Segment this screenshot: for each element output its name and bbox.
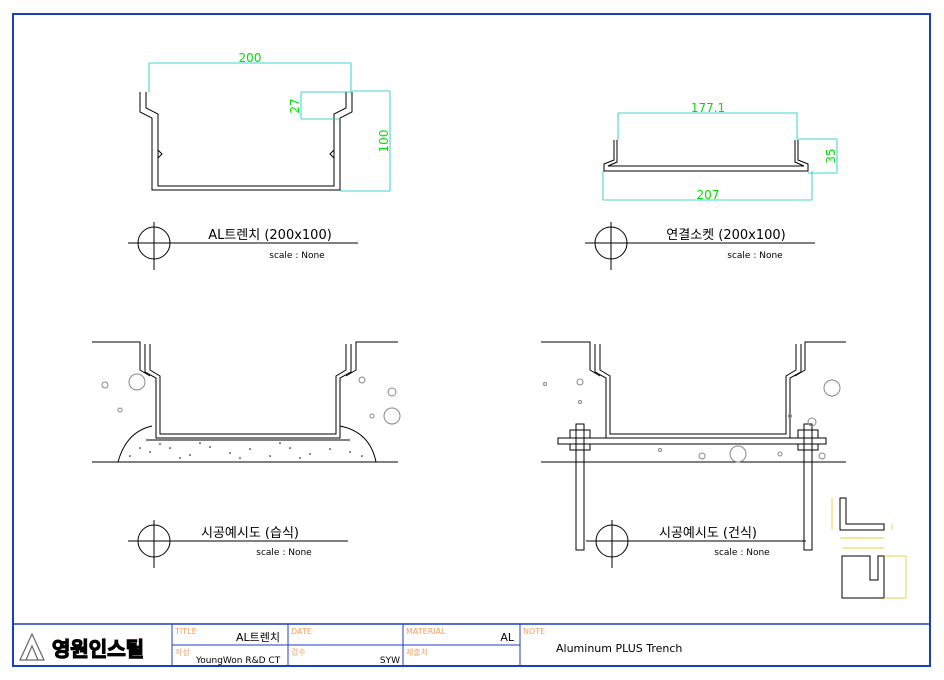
title-value: AL트렌치 xyxy=(236,631,280,644)
dry-install-view: 시공예시도 (건식) scale : None xyxy=(541,341,846,568)
trench-profile-view: 200 27 100 AL트렌치 (200x100) scale : None xyxy=(128,51,391,270)
view-title-trench: AL트렌치 (200x100) xyxy=(208,228,332,243)
concrete-bed xyxy=(117,425,377,463)
dim-trench-height: 100 xyxy=(377,130,391,153)
dim-trench-lip: 27 xyxy=(288,98,302,113)
trench-in-ground xyxy=(594,344,802,439)
trench-profile xyxy=(139,92,353,191)
note-value: Aluminum PLUS Trench xyxy=(556,642,682,655)
aggregate-circles xyxy=(101,373,401,425)
material-value: AL xyxy=(500,631,515,644)
submit-label: 제출처 xyxy=(406,647,428,657)
ground-line xyxy=(92,341,398,463)
u-clip-detail xyxy=(841,547,907,599)
aggregate-circles xyxy=(543,378,841,463)
socket-profile-view: 177.1 207 35 연결소켓 (200x100) scale : None xyxy=(585,101,838,270)
material-label: MATERIAL xyxy=(406,627,446,636)
note-label: NOTE xyxy=(523,627,545,636)
dim-trench-width: 200 xyxy=(239,51,262,65)
view-scale-dry: scale : None xyxy=(714,548,770,558)
steel-base-plate xyxy=(557,437,827,445)
check-label: 검수 xyxy=(291,647,306,657)
concrete-stipple xyxy=(129,442,363,459)
company-logo: 영원인스틸 xyxy=(19,632,145,662)
anchor-bolt-right xyxy=(797,423,819,551)
view-title-dry: 시공예시도 (건식) xyxy=(659,526,757,541)
socket-profile xyxy=(603,140,809,172)
angle-bracket-detail xyxy=(831,497,893,539)
logo-text: 영원인스틸 xyxy=(52,637,144,661)
anchor-bolt-left xyxy=(569,423,591,551)
wet-install-view: 시공예시도 (습식) scale : None xyxy=(92,341,401,568)
title-block: 영원인스틸 TITLE AL트렌치 DATE MATERIAL AL NOTE … xyxy=(13,623,930,666)
dim-socket-outer: 207 xyxy=(697,188,720,202)
view-title-socket: 연결소켓 (200x100) xyxy=(666,228,785,243)
view-scale-trench: scale : None xyxy=(269,251,325,261)
trench-in-ground xyxy=(144,344,352,441)
author-label: 작성 xyxy=(175,647,190,657)
author-value: YoungWon R&D CT xyxy=(195,656,281,666)
view-title-wet: 시공예시도 (습식) xyxy=(201,526,299,541)
dim-socket-height: 35 xyxy=(824,148,838,163)
sheet-frame xyxy=(12,13,931,667)
check-value: SYW xyxy=(380,656,400,666)
logo-mark-icon xyxy=(19,632,45,661)
view-scale-wet: scale : None xyxy=(256,548,312,558)
title-label: TITLE xyxy=(174,627,197,636)
view-scale-socket: scale : None xyxy=(727,251,783,261)
dim-socket-inner: 177.1 xyxy=(691,101,725,115)
date-label: DATE xyxy=(291,627,312,636)
